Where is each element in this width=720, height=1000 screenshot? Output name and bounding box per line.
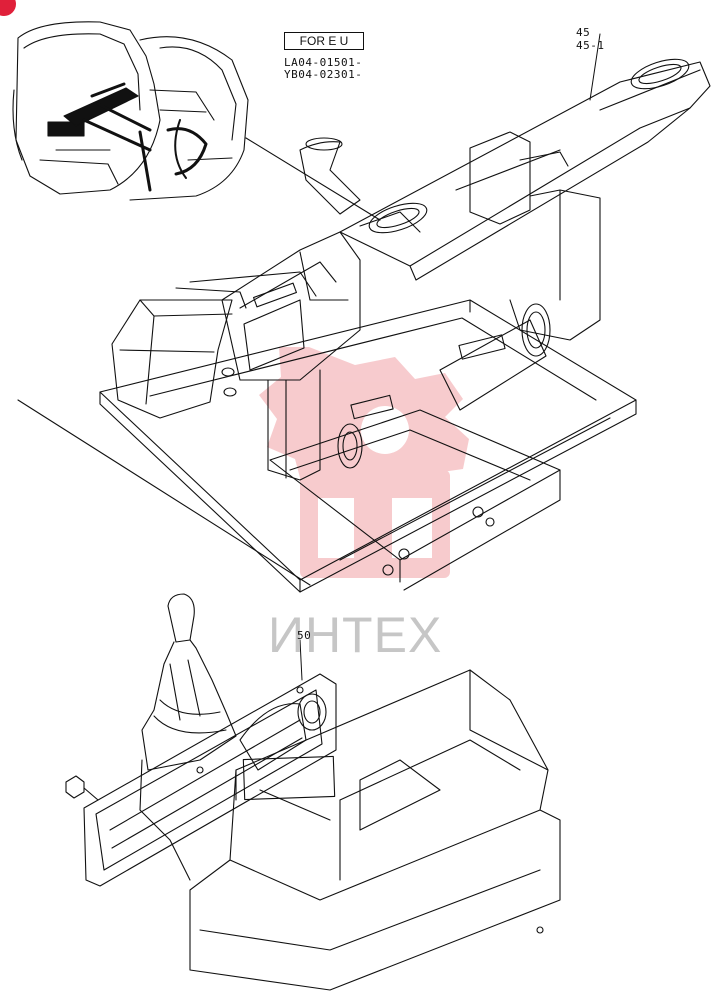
lower-housing — [269, 334, 561, 591]
guide-line — [17, 399, 311, 586]
lever-assembly — [139, 593, 237, 881]
machine-overview-thumbnail — [12, 21, 249, 201]
cab-block — [111, 271, 317, 419]
beam-assembly — [339, 33, 711, 281]
edition-label: FOR E U — [284, 32, 364, 50]
air-duct — [299, 131, 601, 469]
floor-console — [189, 669, 561, 991]
serial-line-2: YB04-02301- — [284, 68, 363, 81]
watermark-logo — [259, 347, 469, 578]
callout-50: 50 — [297, 629, 312, 642]
watermark-text: ИНТЕХ — [268, 607, 443, 663]
callout-45-1: 45-1 — [576, 39, 605, 52]
guide-line — [245, 137, 381, 221]
mounting-bolt — [65, 775, 99, 801]
side-panel — [83, 639, 337, 887]
corner-badge — [0, 0, 16, 16]
base-frame — [99, 299, 637, 593]
upright-bracket — [221, 231, 361, 481]
callout-45: 45 — [576, 26, 591, 39]
serial-range: LA04-01501- YB04-02301- — [284, 57, 362, 81]
serial-line-1: LA04-01501- — [284, 56, 363, 69]
